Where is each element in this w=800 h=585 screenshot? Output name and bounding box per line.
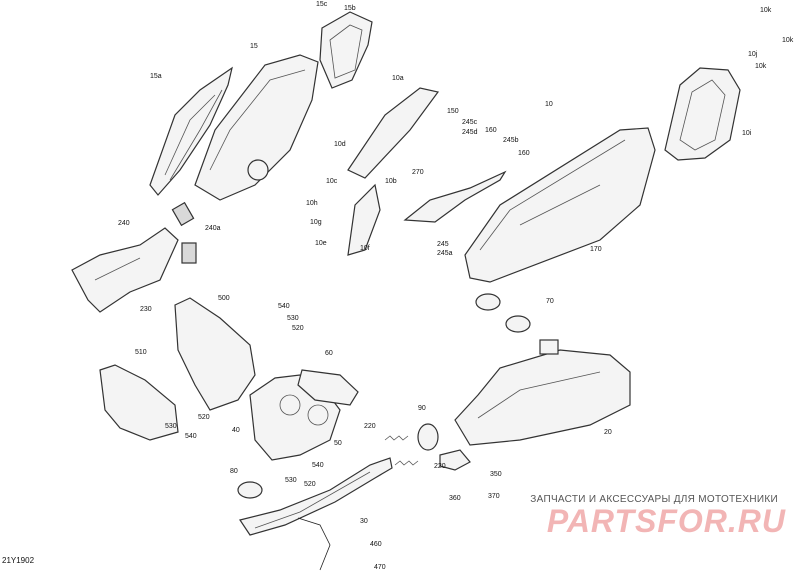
clamp-70 bbox=[505, 315, 531, 333]
heat-shield-500 bbox=[174, 297, 256, 411]
callout-label: 10c bbox=[326, 178, 338, 185]
callout-label: 10e bbox=[315, 240, 327, 247]
callout-label: 245 bbox=[437, 241, 449, 248]
drawing-code: 21Y1902 bbox=[2, 556, 35, 565]
callout-label: 70 bbox=[546, 298, 554, 305]
callout-label: 30 bbox=[360, 518, 368, 525]
callout-label: 60 bbox=[325, 350, 333, 357]
callout-label: 160 bbox=[518, 150, 530, 157]
rubber-mount-240a bbox=[181, 242, 197, 264]
callout-label: 245d bbox=[462, 129, 478, 136]
callout-label: 360 bbox=[449, 495, 461, 502]
callout-label: 10b bbox=[385, 178, 397, 185]
gasket-90 bbox=[417, 423, 439, 451]
callout-label: 530 bbox=[287, 315, 299, 322]
watermark-caption: ЗАПЧАСТИ И АКСЕССУАРЫ ДЛЯ МОТОТЕХНИКИ bbox=[530, 494, 778, 505]
callout-label: 40 bbox=[232, 427, 240, 434]
callout-label: 230 bbox=[140, 306, 152, 313]
callout-label: 150 bbox=[447, 108, 459, 115]
callout-label: 220 bbox=[434, 463, 446, 470]
callout-label: 160 bbox=[485, 127, 497, 134]
callout-label: 520 bbox=[304, 481, 316, 488]
callout-label: 10h bbox=[306, 200, 318, 207]
callout-label: 10i bbox=[742, 130, 752, 137]
heat-shield-15 bbox=[194, 54, 319, 201]
callout-label: 20 bbox=[604, 429, 612, 436]
callout-label: 530 bbox=[165, 423, 177, 430]
callout-label: 90 bbox=[418, 405, 426, 412]
hanger-bracket-245 bbox=[403, 170, 507, 223]
callout-label: 520 bbox=[292, 325, 304, 332]
muffler-cover-15b bbox=[319, 11, 373, 89]
clamp-80 bbox=[237, 481, 263, 499]
watermark-logo: PARTSFOR.RU bbox=[546, 503, 786, 539]
callout-label: 10f bbox=[360, 245, 370, 252]
callout-label: 10g bbox=[310, 219, 322, 226]
callout-label: 240a bbox=[205, 225, 221, 232]
bracket-10a bbox=[347, 87, 440, 179]
callout-label: 350 bbox=[490, 471, 502, 478]
rubber-mount bbox=[171, 201, 195, 227]
callout-label: 15b bbox=[344, 5, 356, 12]
callout-label: 10k bbox=[760, 7, 772, 14]
rear-muffler-10 bbox=[464, 127, 656, 311]
flange-360 bbox=[439, 449, 471, 471]
callout-label: 50 bbox=[334, 440, 342, 447]
callout-label: 170 bbox=[590, 246, 602, 253]
callout-label: 500 bbox=[218, 295, 230, 302]
callout-label: 10k bbox=[755, 63, 767, 70]
muffler-end-cap-10i bbox=[664, 67, 741, 161]
callout-label: 245c bbox=[462, 119, 478, 126]
bracket-10e bbox=[347, 183, 381, 256]
callout-label: 470 bbox=[374, 564, 386, 571]
frame-bracket-240 bbox=[71, 227, 179, 313]
callout-label: 15c bbox=[316, 1, 328, 8]
callout-label: 80 bbox=[230, 468, 238, 475]
spring-220 bbox=[394, 460, 419, 466]
callout-label: 245a bbox=[437, 250, 453, 257]
callout-label: 540 bbox=[312, 462, 324, 469]
callout-label: 15 bbox=[250, 43, 258, 50]
callout-label: 10 bbox=[545, 101, 553, 108]
heat-shield-15a bbox=[149, 66, 233, 196]
heat-shield-510 bbox=[99, 364, 179, 441]
callout-label: 510 bbox=[135, 349, 147, 356]
callout-label: 15a bbox=[150, 73, 162, 80]
callout-label: 270 bbox=[412, 169, 424, 176]
callout-label: 10k bbox=[782, 37, 794, 44]
callout-label: 240 bbox=[118, 220, 130, 227]
callout-label: 540 bbox=[185, 433, 197, 440]
front-muffler-20 bbox=[454, 339, 631, 446]
callout-label: 460 bbox=[370, 541, 382, 548]
callout-label: 10d bbox=[334, 141, 346, 148]
callout-label: 10a bbox=[392, 75, 404, 82]
callout-label: 520 bbox=[198, 414, 210, 421]
header-pipe-30 bbox=[239, 457, 393, 571]
callout-label: 10j bbox=[748, 51, 758, 58]
callout-label: 370 bbox=[488, 493, 500, 500]
callout-label: 540 bbox=[278, 303, 290, 310]
spring-220 bbox=[384, 435, 409, 441]
callout-label: 530 bbox=[285, 477, 297, 484]
callout-label: 220 bbox=[364, 423, 376, 430]
gasket-plate-60 bbox=[297, 369, 359, 406]
callout-label: 245b bbox=[503, 137, 519, 144]
